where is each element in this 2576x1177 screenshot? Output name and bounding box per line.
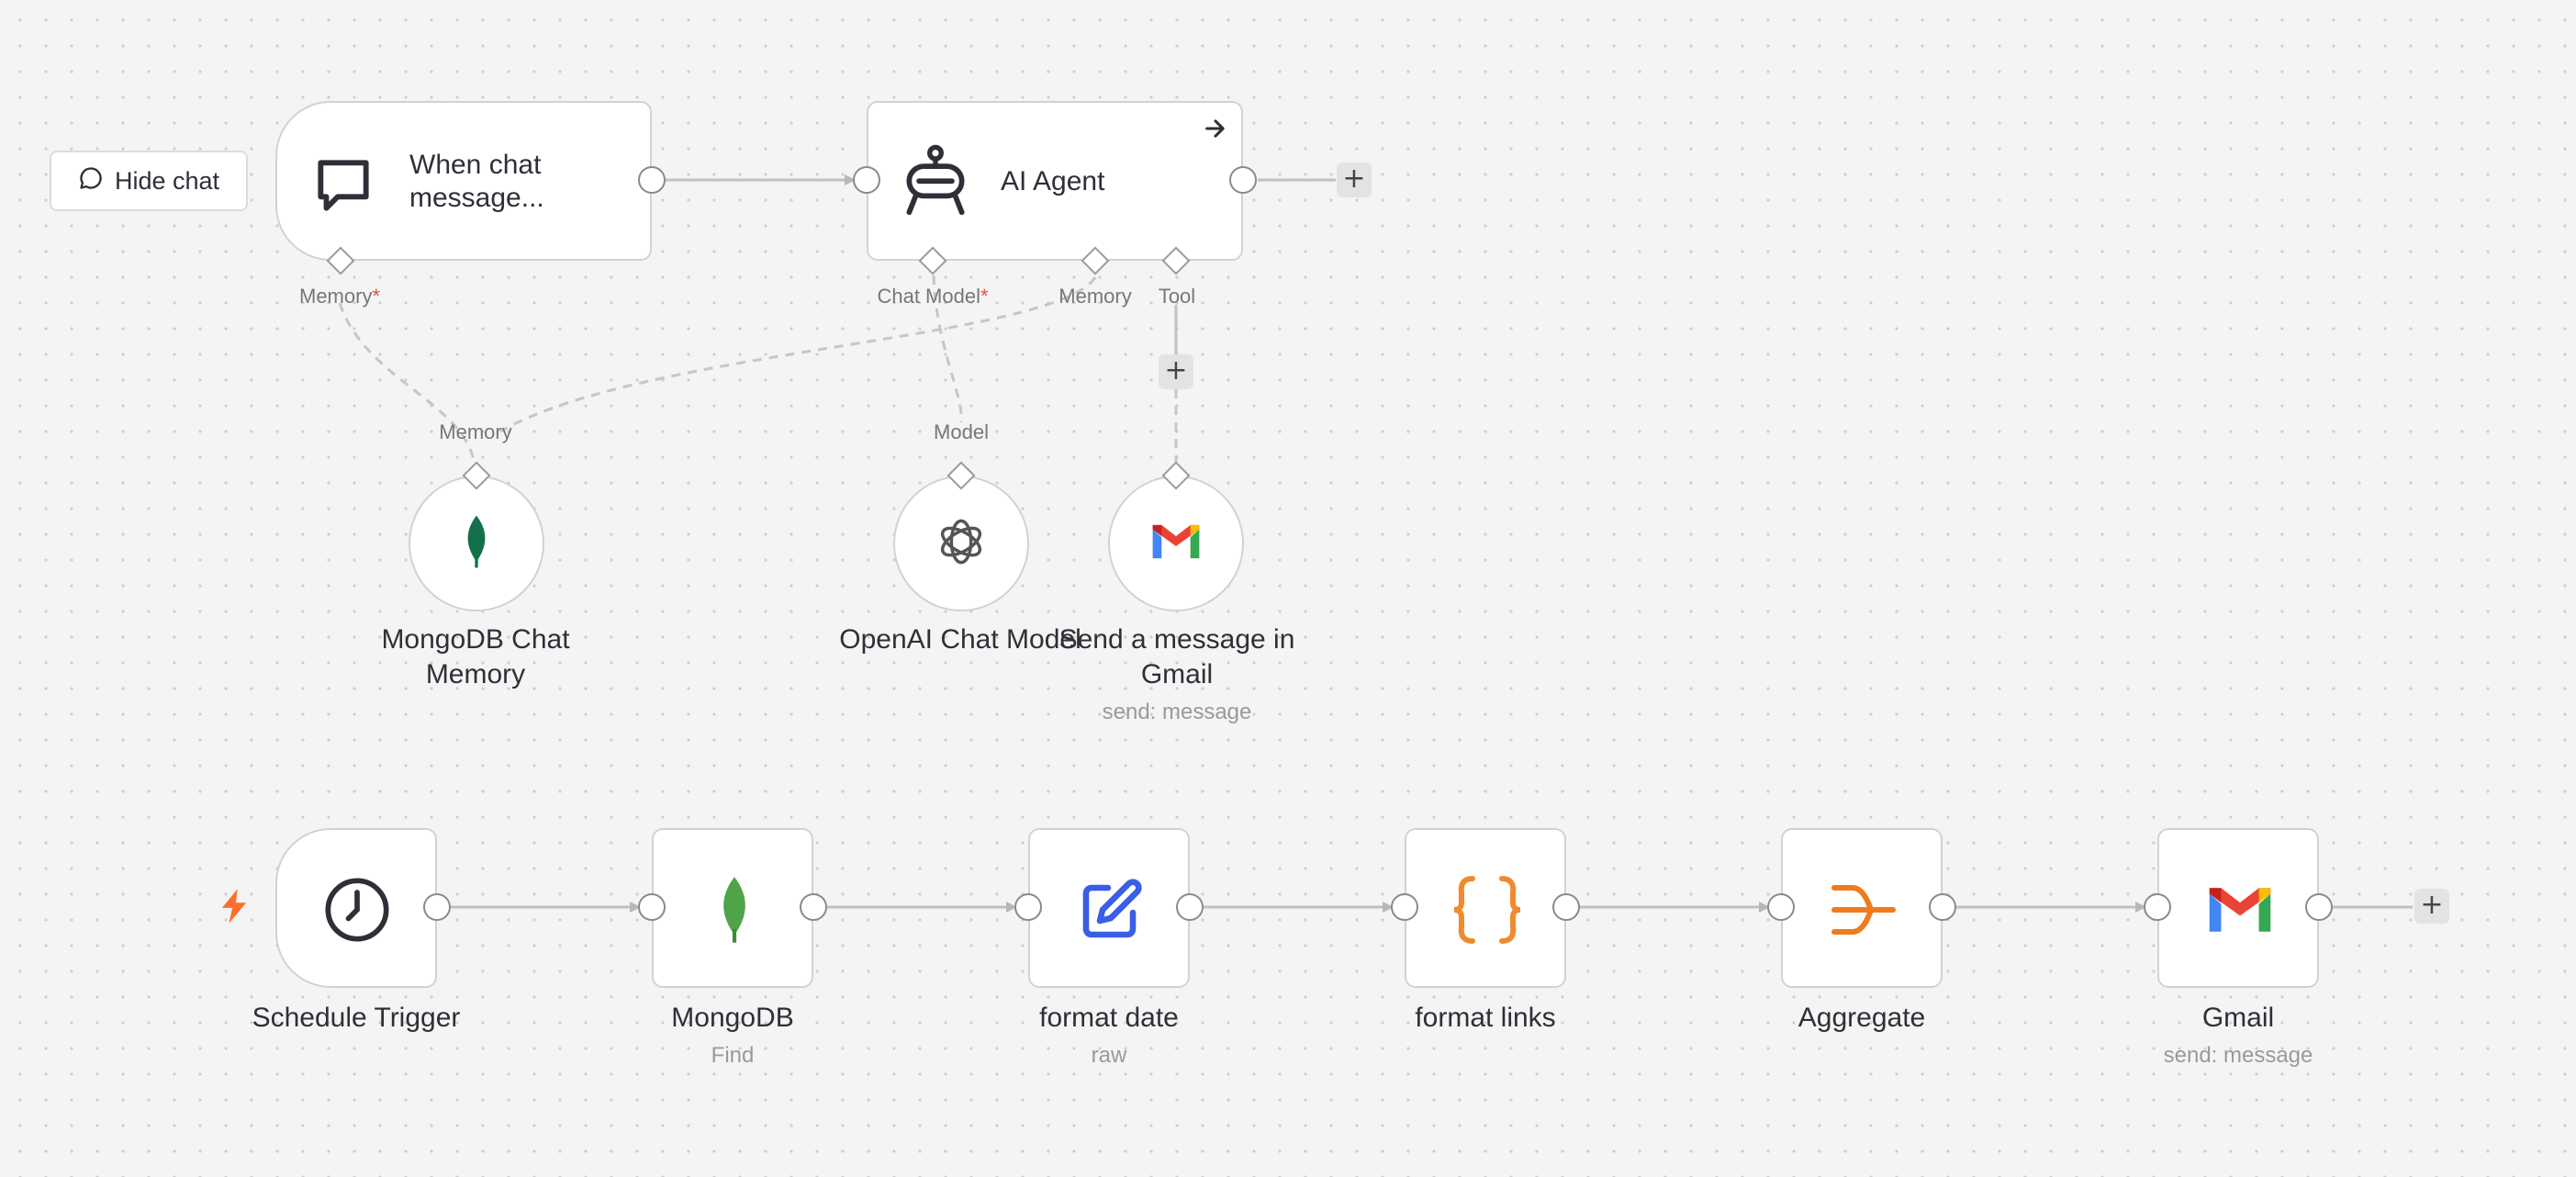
pencil-edit-icon xyxy=(1070,869,1152,951)
node-label: OpenAI Chat Model xyxy=(839,624,1081,655)
input-port[interactable] xyxy=(2144,893,2171,921)
node-label: Send a message in Gmail xyxy=(1058,624,1295,689)
input-port[interactable] xyxy=(1014,893,1042,921)
port-label-model: Model xyxy=(934,420,989,443)
node-when-chat-message[interactable]: When chat message... xyxy=(275,101,652,261)
node-mongodb-chat-memory[interactable] xyxy=(409,476,544,611)
hide-chat-label: Hide chat xyxy=(114,166,220,195)
node-format-date[interactable] xyxy=(1028,828,1190,988)
port-label-tool: Tool xyxy=(1158,285,1196,308)
output-port[interactable] xyxy=(423,893,451,921)
add-node-button[interactable]: + xyxy=(2414,889,2449,924)
output-port[interactable] xyxy=(2305,893,2333,921)
input-port[interactable] xyxy=(853,166,880,194)
node-label: format links xyxy=(1415,1003,1556,1033)
node-label: format date xyxy=(1039,1003,1179,1033)
node-send-gmail-message[interactable] xyxy=(1108,476,1244,611)
node-subtitle: raw xyxy=(1091,1043,1127,1068)
mongodb-leaf-icon xyxy=(461,514,492,574)
port-label-chat-model: Chat Model* xyxy=(877,285,989,308)
trigger-bolt-icon xyxy=(220,889,248,928)
input-port[interactable] xyxy=(638,893,666,921)
output-port[interactable] xyxy=(1176,893,1204,921)
hide-chat-button[interactable]: Hide chat xyxy=(50,151,248,211)
aggregate-icon xyxy=(1822,869,1905,951)
input-port[interactable] xyxy=(1391,893,1418,921)
output-port[interactable] xyxy=(1929,893,1956,921)
input-port[interactable] xyxy=(1767,893,1795,921)
robot-icon xyxy=(894,141,977,224)
output-port[interactable] xyxy=(1552,893,1580,921)
chat-bubble-icon xyxy=(78,165,104,197)
add-tool-button[interactable]: + xyxy=(1159,354,1193,389)
node-mongodb[interactable] xyxy=(652,828,813,988)
braces-icon xyxy=(1446,869,1529,951)
node-schedule-trigger[interactable] xyxy=(275,828,437,988)
output-port[interactable] xyxy=(1229,166,1257,194)
node-label: MongoDB xyxy=(671,1003,794,1033)
node-label: Schedule Trigger xyxy=(252,1003,461,1033)
port-label-memory: Memory* xyxy=(298,285,381,308)
node-subtitle: send: message xyxy=(2163,1043,2313,1068)
node-format-links[interactable] xyxy=(1405,828,1566,988)
node-subtitle: Find xyxy=(711,1043,755,1068)
mongodb-leaf-icon xyxy=(707,869,762,951)
node-openai-chat-model[interactable] xyxy=(893,476,1029,611)
chat-bubble-icon xyxy=(307,149,380,222)
output-port[interactable] xyxy=(800,893,827,921)
node-gmail[interactable] xyxy=(2157,828,2319,988)
node-label: Gmail xyxy=(2201,1003,2275,1033)
port-label-memory: Memory xyxy=(1058,285,1132,308)
openai-icon xyxy=(932,512,991,576)
port-label-memory: Memory xyxy=(439,420,512,443)
node-subtitle: send: message xyxy=(1102,700,1252,724)
node-label: MongoDB Chat Memory xyxy=(381,624,570,689)
add-node-button[interactable]: + xyxy=(1337,163,1372,197)
node-aggregate[interactable] xyxy=(1781,828,1943,988)
gmail-icon xyxy=(2199,869,2281,951)
node-title: When chat message... xyxy=(409,150,544,213)
arrow-right-icon[interactable] xyxy=(1203,116,1228,146)
gmail-icon xyxy=(1149,521,1203,566)
clock-icon xyxy=(316,869,398,951)
node-ai-agent[interactable]: AI Agent xyxy=(867,101,1243,261)
node-title: AI Agent xyxy=(1001,166,1105,196)
output-port[interactable] xyxy=(638,166,666,194)
node-label: Aggregate xyxy=(1798,1003,1926,1033)
